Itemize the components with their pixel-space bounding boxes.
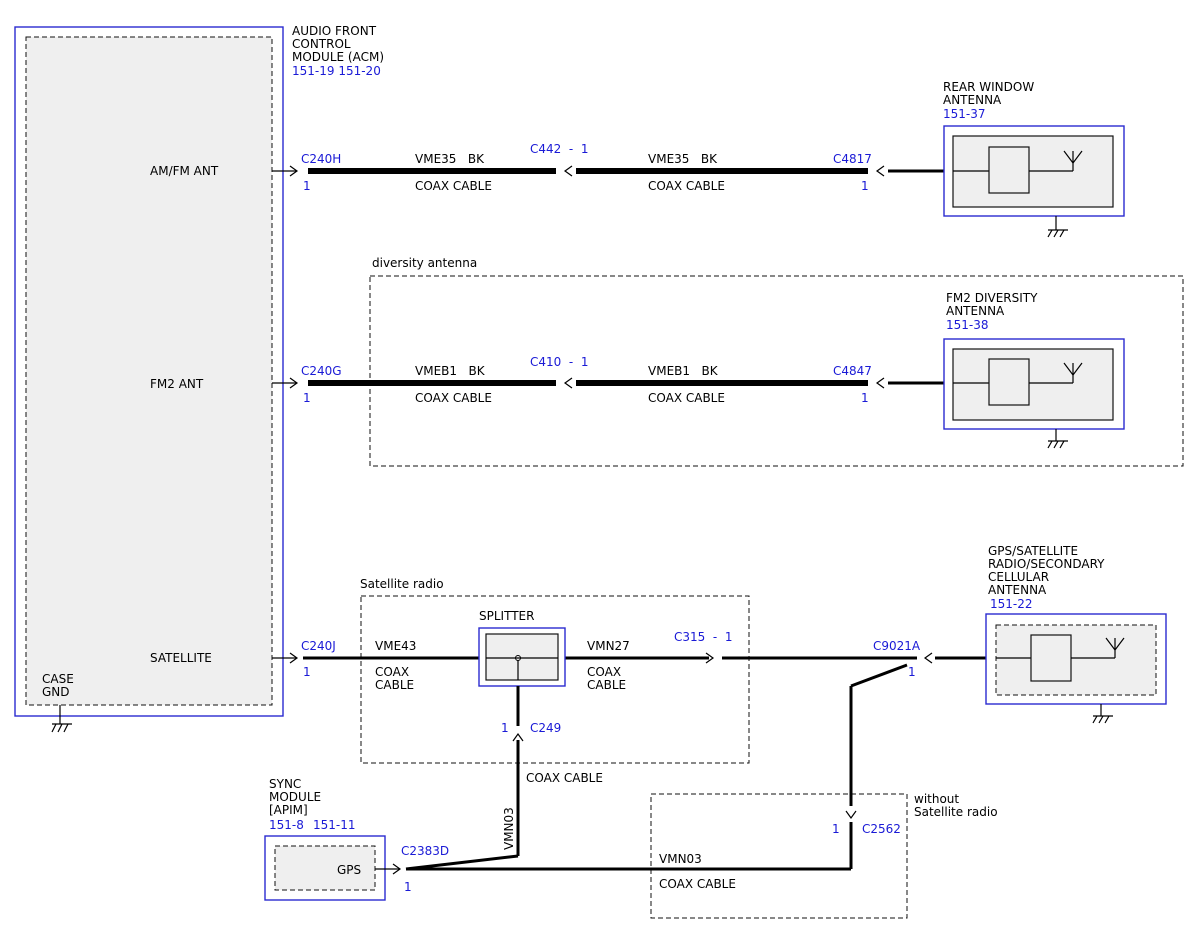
conn-c315[interactable]: C315 - 1 — [674, 630, 733, 644]
gps-antenna-name-2: RADIO/SECONDARY — [988, 557, 1105, 571]
fm2-antenna-ground-icon — [1047, 429, 1068, 449]
conn-c2562[interactable]: C2562 — [862, 822, 901, 836]
cable-fm2-right: COAX CABLE — [648, 391, 725, 405]
conn-c240h[interactable]: C240H — [301, 152, 341, 166]
cable-sat-right-1: COAX — [587, 665, 621, 679]
gps-antenna-ref[interactable]: 151-22 — [990, 597, 1033, 611]
conn-c2383d-pin: 1 — [404, 880, 412, 894]
conn-c410[interactable]: C410 - 1 — [530, 355, 589, 369]
conn-c4847[interactable]: C4847 — [833, 364, 872, 378]
acm-case-1: CASE — [42, 672, 74, 686]
conn-c249-pin: 1 — [501, 721, 509, 735]
splitter[interactable] — [478, 627, 566, 687]
conn-c442[interactable]: C442 - 1 — [530, 142, 589, 156]
rear-antenna-icon — [1063, 150, 1083, 171]
conn-c240g-pin: 1 — [303, 391, 311, 405]
wire-vmeb1-left: VMEB1 BK — [415, 364, 486, 378]
acm-refs[interactable]: 151-19 151-20 — [292, 64, 381, 78]
conn-c2562-pin: 1 — [832, 822, 840, 836]
conn-c240h-pin: 1 — [303, 179, 311, 193]
acm-pin-fm2-ant: FM2 ANT — [150, 377, 204, 391]
fm2-diversity-antenna[interactable] — [943, 338, 1125, 430]
diversity-group-label: diversity antenna — [372, 256, 477, 270]
conn-c4847-pin: 1 — [861, 391, 869, 405]
splitter-gps-lead[interactable] — [405, 686, 524, 871]
cable-sat-right-2: CABLE — [587, 678, 626, 692]
acm-case-2: GND — [42, 685, 70, 699]
rear-antenna-ref[interactable]: 151-37 — [943, 107, 986, 121]
conn-c240j-pin: 1 — [303, 665, 311, 679]
bypass-circuit[interactable] — [406, 663, 908, 871]
am-fm-circuit[interactable] — [272, 165, 944, 177]
sync-name-3: [APIM] — [269, 803, 308, 817]
wire-vmn03-bottom: VMN03 — [659, 852, 702, 866]
diversity-antenna-group — [369, 275, 1184, 467]
gps-satellite-antenna[interactable] — [985, 613, 1167, 705]
cable-am-left: COAX CABLE — [415, 179, 492, 193]
cable-sat-left-1: COAX — [375, 665, 409, 679]
rear-antenna-name-1: REAR WINDOW — [943, 80, 1034, 94]
gps-antenna-name-1: GPS/SATELLITE — [988, 544, 1078, 558]
gps-antenna-icon — [1105, 637, 1125, 658]
rear-antenna-name-2: ANTENNA — [943, 93, 1002, 107]
conn-c2383d[interactable]: C2383D — [401, 844, 449, 858]
cable-fm2-left: COAX CABLE — [415, 391, 492, 405]
sync-module[interactable] — [264, 835, 386, 901]
satellite-group-label: Satellite radio — [360, 577, 444, 591]
rear-antenna-ground-icon — [1047, 216, 1068, 238]
conn-c240g[interactable]: C240G — [301, 364, 342, 378]
fm2-antenna-name-2: ANTENNA — [946, 304, 1005, 318]
wire-vme43: VME43 — [375, 639, 416, 653]
conn-c240j[interactable]: C240J — [301, 639, 336, 653]
rear-window-antenna[interactable] — [943, 125, 1125, 217]
satellite-circuit[interactable] — [272, 652, 987, 664]
cable-sat-left-2: CABLE — [375, 678, 414, 692]
acm-pin-satellite: SATELLITE — [150, 651, 212, 665]
gps-antenna-name-3: CELLULAR — [988, 570, 1049, 584]
fm2-circuit[interactable] — [272, 377, 944, 389]
acm-name-3: MODULE (ACM) — [292, 50, 384, 64]
wire-vmn03-vertical: VMN03 — [502, 807, 516, 850]
sync-ref-b[interactable]: 151-11 — [313, 818, 356, 832]
without-sat-label-2: Satellite radio — [914, 805, 998, 819]
wire-vmeb1-right: VMEB1 BK — [648, 364, 719, 378]
conn-c9021a-pin: 1 — [908, 665, 916, 679]
acm-ground-icon — [51, 705, 72, 733]
sync-ref-a[interactable]: 151-8 — [269, 818, 304, 832]
acm-name-2: CONTROL — [292, 37, 351, 51]
acm-module[interactable] — [14, 26, 284, 717]
sync-name-1: SYNC — [269, 777, 301, 791]
without-satellite-group — [650, 793, 908, 919]
gps-antenna-ground-icon — [1092, 704, 1113, 724]
conn-c4817-pin: 1 — [861, 179, 869, 193]
conn-c9021a[interactable]: C9021A — [873, 639, 921, 653]
cable-splitter-down: COAX CABLE — [526, 771, 603, 785]
fm2-antenna-name-1: FM2 DIVERSITY — [946, 291, 1038, 305]
conn-c249[interactable]: C249 — [530, 721, 561, 735]
conn-c4817[interactable]: C4817 — [833, 152, 872, 166]
fm2-antenna-ref[interactable]: 151-38 — [946, 318, 989, 332]
wire-vmn27: VMN27 — [587, 639, 630, 653]
gps-antenna-name-4: ANTENNA — [988, 583, 1047, 597]
cable-am-right: COAX CABLE — [648, 179, 725, 193]
wire-vme35-right: VME35 BK — [648, 152, 718, 166]
sync-gps-connector[interactable] — [375, 863, 402, 875]
acm-pin-am-fm-ant: AM/FM ANT — [150, 164, 219, 178]
fm2-antenna-icon — [1063, 362, 1083, 383]
acm-name-1: AUDIO FRONT — [292, 24, 377, 38]
splitter-label: SPLITTER — [479, 609, 534, 623]
sync-name-2: MODULE — [269, 790, 321, 804]
satellite-radio-group — [360, 595, 750, 764]
without-sat-label-1: without — [914, 792, 959, 806]
cable-bottom: COAX CABLE — [659, 877, 736, 891]
wire-vme35-left: VME35 BK — [415, 152, 485, 166]
sync-pin-gps: GPS — [337, 863, 361, 877]
